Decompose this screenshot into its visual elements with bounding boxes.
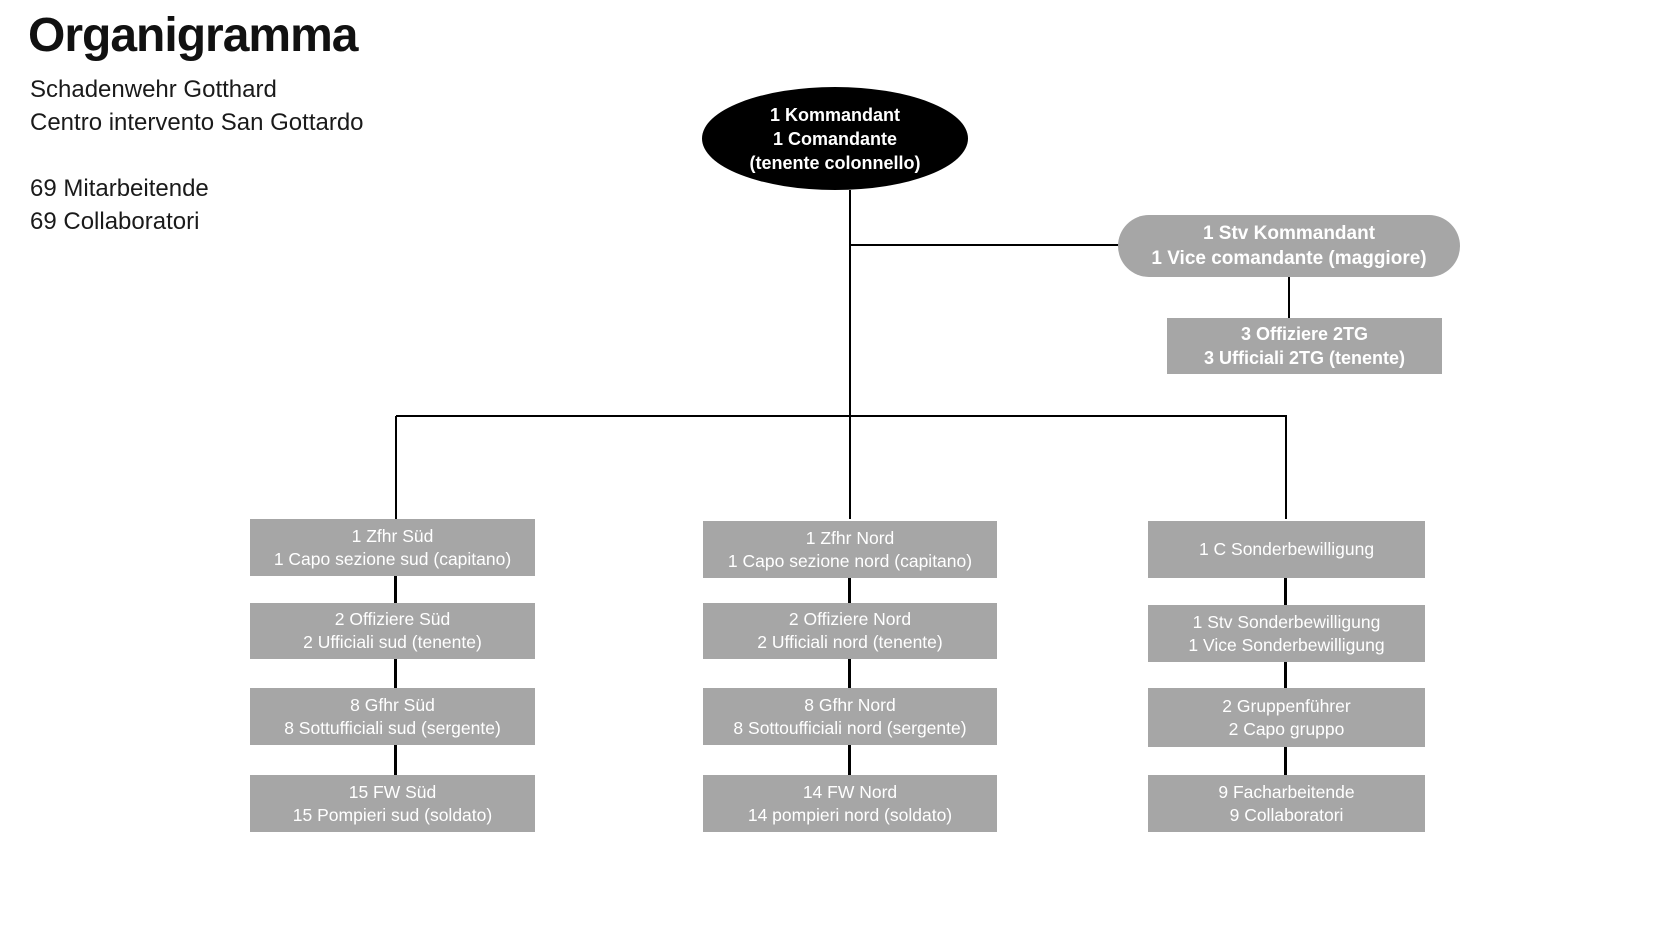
connector-branch-deputy (850, 244, 1120, 246)
org-node-zfhr-sued: 1 Zfhr Süd 1 Capo sezione sud (capitano) (250, 519, 535, 576)
org-node-stv-sonderbewilligung-line2: 1 Vice Sonderbewilligung (1188, 634, 1385, 655)
org-node-fw-nord-line1: 14 FW Nord (802, 781, 898, 802)
subtitle-german: Schadenwehr Gotthard (30, 76, 277, 103)
org-node-stv-sonderbewilligung: 1 Stv Sonderbewilligung 1 Vice Sonderbew… (1148, 605, 1425, 662)
subtitle-italian: Centro intervento San Gottardo (30, 109, 364, 136)
connector-drop-sued (395, 416, 397, 519)
connector-sued-3-4 (394, 745, 397, 775)
connector-drop-sonder (1285, 416, 1287, 519)
org-node-stv-kommandant: 1 Stv Kommandant 1 Vice comandante (magg… (1118, 215, 1460, 277)
org-node-stv-kommandant-line1: 1 Stv Kommandant (1202, 223, 1376, 244)
org-node-c-sonderbewilligung-line1: 1 C Sonderbewilligung (1198, 539, 1375, 559)
org-node-gruppenfuehrer-line1: 2 Gruppenführer (1222, 695, 1351, 716)
org-node-zfhr-nord-line1: 1 Zfhr Nord (805, 527, 895, 548)
org-node-gfhr-sued-line1: 8 Gfhr Süd (350, 694, 435, 715)
connector-sonder-3-4 (1284, 747, 1287, 775)
connector-nord-2-3 (848, 659, 851, 688)
connector-root-trunk (849, 190, 851, 416)
org-node-offiziere-2tg: 3 Offiziere 2TG 3 Ufficiali 2TG (tenente… (1167, 318, 1442, 374)
staff-count-german: 69 Mitarbeitende (30, 175, 209, 202)
connector-drop-nord (849, 416, 851, 519)
org-node-c-sonderbewilligung: 1 C Sonderbewilligung (1148, 521, 1425, 578)
org-node-zfhr-nord: 1 Zfhr Nord 1 Capo sezione nord (capitan… (703, 521, 997, 578)
org-node-gfhr-sued: 8 Gfhr Süd 8 Sottufficiali sud (sergente… (250, 688, 535, 745)
org-node-offiziere-2tg-line2: 3 Ufficiali 2TG (tenente) (1203, 348, 1406, 368)
org-node-zfhr-sued-line2: 1 Capo sezione sud (capitano) (273, 548, 512, 569)
org-node-stv-sonderbewilligung-line1: 1 Stv Sonderbewilligung (1192, 611, 1381, 632)
connector-nord-1-2 (848, 576, 851, 603)
org-node-fw-nord-line2: 14 pompieri nord (soldato) (747, 804, 953, 825)
connector-deputy-sub (1288, 277, 1290, 318)
org-node-offiziere-nord: 2 Offiziere Nord 2 Ufficiali nord (tenen… (703, 603, 997, 659)
org-node-offiziere-sued-line2: 2 Ufficiali sud (tenente) (303, 632, 482, 652)
org-node-fw-sued-line2: 15 Pompieri sud (soldato) (292, 804, 493, 825)
org-node-offiziere-nord-line2: 2 Ufficiali nord (tenente) (757, 632, 943, 652)
org-node-facharbeitende-line1: 9 Facharbeitende (1218, 781, 1355, 802)
org-node-offiziere-nord-line1: 2 Offiziere Nord (788, 609, 912, 629)
page-title: Organigramma (28, 9, 358, 62)
org-node-gfhr-sued-line2: 8 Sottufficiali sud (sergente) (284, 717, 501, 738)
org-node-gfhr-nord-line2: 8 Sottoufficiali nord (sergente) (733, 717, 967, 738)
org-node-gruppenfuehrer: 2 Gruppenführer 2 Capo gruppo (1148, 688, 1425, 747)
org-node-facharbeitende: 9 Facharbeitende 9 Collaboratori (1148, 775, 1425, 832)
connector-span-horizontal (396, 415, 1287, 417)
org-node-kommandant: 1 Kommandant 1 Comandante (tenente colon… (702, 87, 968, 190)
org-node-offiziere-sued: 2 Offiziere Süd 2 Ufficiali sud (tenente… (250, 603, 535, 659)
org-node-kommandant-line2: 1 Comandante (772, 128, 898, 149)
org-node-fw-sued-line1: 15 FW Süd (348, 781, 437, 802)
org-node-gfhr-nord: 8 Gfhr Nord 8 Sottoufficiali nord (serge… (703, 688, 997, 745)
org-node-kommandant-line3: (tenente colonnello) (749, 152, 921, 173)
org-node-kommandant-line1: 1 Kommandant (769, 104, 901, 125)
connector-sued-2-3 (394, 659, 397, 688)
connector-sonder-2-3 (1284, 662, 1287, 688)
org-node-stv-kommandant-line2: 1 Vice comandante (maggiore) (1151, 248, 1427, 269)
org-node-gfhr-nord-line1: 8 Gfhr Nord (804, 694, 896, 715)
connector-sonder-1-2 (1284, 578, 1287, 605)
org-node-offiziere-sued-line1: 2 Offiziere Süd (334, 609, 451, 629)
org-node-fw-nord: 14 FW Nord 14 pompieri nord (soldato) (703, 775, 997, 832)
org-node-zfhr-nord-line2: 1 Capo sezione nord (capitano) (727, 550, 973, 571)
org-node-offiziere-2tg-line1: 3 Offiziere 2TG (1240, 324, 1369, 344)
org-node-zfhr-sued-line1: 1 Zfhr Süd (351, 525, 434, 546)
connector-nord-3-4 (848, 745, 851, 775)
connector-sued-1-2 (394, 576, 397, 603)
org-node-facharbeitende-line2: 9 Collaboratori (1229, 804, 1344, 825)
org-node-fw-sued: 15 FW Süd 15 Pompieri sud (soldato) (250, 775, 535, 832)
org-node-gruppenfuehrer-line2: 2 Capo gruppo (1228, 718, 1345, 739)
staff-count-italian: 69 Collaboratori (30, 208, 200, 235)
